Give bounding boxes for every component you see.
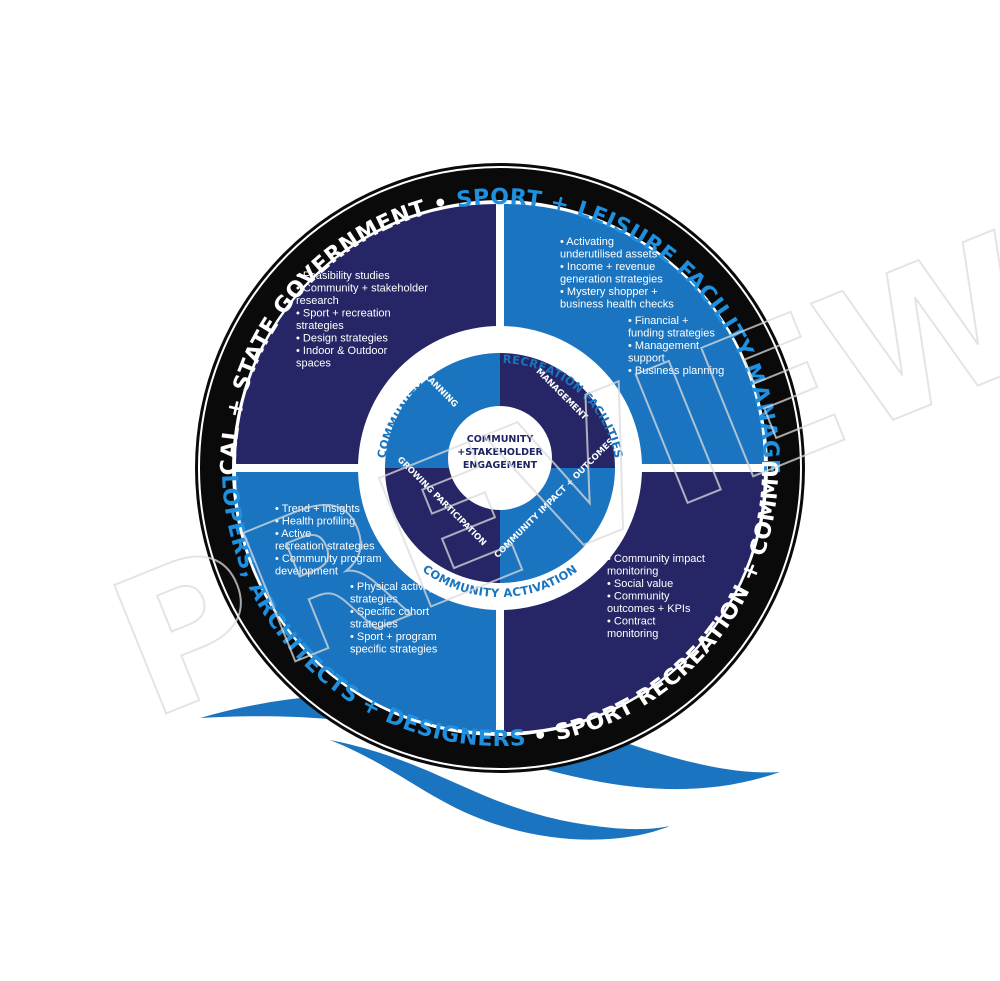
bullet-line: recreation strategies [275,541,375,553]
bullet-line: • Health profiling [275,516,355,528]
bullet-line: • Social value [607,578,673,590]
bullet-line: spaces [296,358,331,370]
bullet-line: research [296,295,339,307]
center-text-line-3: ENGAGEMENT [463,460,538,471]
bullet-line: • Feasibility studies [296,270,390,282]
bullet-line: • Community impact [607,553,705,565]
bullet-line: • Income + revenue [560,261,655,273]
bullet-line: • Financial + [628,315,688,327]
bullet-line: • Physical activity [350,581,435,593]
bullet-line: monitoring [607,628,658,640]
bullet-line: • Sport + recreation [296,308,391,320]
outer-ring-border [198,166,802,770]
bullet-line: development [275,566,338,578]
bullet-line: • Mystery shopper + [560,286,658,298]
bullets-top-left: • Feasibility studies• Community + stake… [296,270,428,370]
bullet-line: funding strategies [628,328,715,340]
bullet-line: business health checks [560,299,674,311]
bullet-line: • Design strategies [296,333,388,345]
bullet-line: • Business planning [628,365,724,377]
bullet-line: • Community program [275,553,382,565]
bullet-line: strategies [296,320,344,332]
bullet-line: monitoring [607,566,658,578]
bullets-top-right-a: • Activating underutilised assets• Incom… [560,236,674,311]
bullets-bottom-right: • Community impact monitoring• Social va… [607,553,705,640]
bullets-top-right-b: • Financial + funding strategies• Manage… [628,315,724,377]
bullet-line: • Community + stakeholder [296,283,428,295]
bullet-line: • Management [628,340,699,352]
bullet-line: • Sport + program [350,631,437,643]
bullet-line: • Trend + insights [275,503,360,515]
wave-swoosh-lower [330,740,670,840]
center-text-line-2: +STAKEHOLDER [457,447,543,458]
bullet-line: support [628,353,665,365]
bullet-line: • Active [275,528,311,540]
bullet-line: strategies [350,619,398,631]
bullets-bottom-left-b: • Physical activity strategies• Specific… [350,581,438,656]
bullets-bottom-left-a: • Trend + insights• Health profiling• Ac… [275,503,382,578]
bullet-line: • Activating [560,236,614,248]
bullet-line: • Contract [607,616,655,628]
center-text-line-1: COMMUNITY [467,434,534,445]
bullet-line: • Specific cohort [350,606,429,618]
bullet-line: outcomes + KPIs [607,603,691,615]
bullet-line: underutilised assets [560,249,658,261]
bullet-line: strategies [350,594,398,606]
bullet-line: specific strategies [350,644,438,656]
center-circle [448,406,552,510]
bullet-line: • Community [607,591,670,603]
bullet-line: generation strategies [560,274,663,286]
bullet-line: • Indoor & Outdoor [296,345,388,357]
